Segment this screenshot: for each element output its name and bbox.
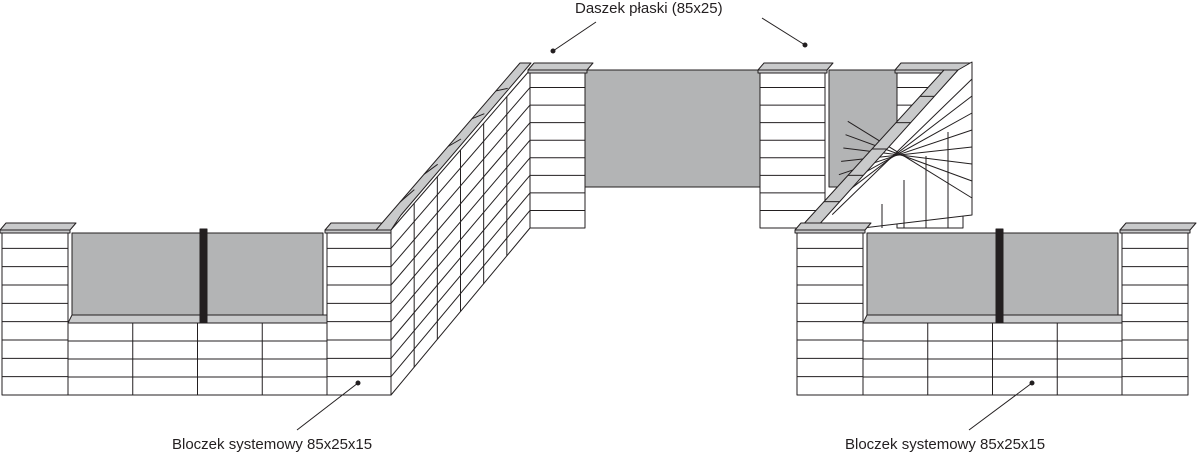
right-end-post [1121,229,1189,396]
right-diagonal-course [847,120,973,199]
cap-leader-left-dot [550,48,556,54]
block-label-left: Bloczek systemowy 85x25x15 [172,436,373,453]
left-cap-joint [447,138,462,147]
left-wall-steel-post [199,228,208,324]
cap-leader-right-dot [802,42,808,48]
right-end-post-cap-edge [1119,229,1191,234]
center-left-post [529,69,586,229]
left-end-post-cap-edge [0,229,71,234]
left-end-post [1,229,69,396]
left-end-post-cap [0,222,77,231]
right-diagonal-course [845,134,973,182]
center-right-post [759,69,826,229]
block-leader-right [968,382,1033,431]
right-wall-steel-post [995,228,1004,324]
left-cap-joint [423,163,438,175]
right-wall-panel-right [1002,232,1119,316]
right-corner-post-cap-edge [794,229,866,234]
right-corner-post [796,229,864,396]
right-corner-post-cap [794,222,872,231]
center-right-post-cap-edge [757,69,828,74]
left-cap-joint [495,87,508,92]
right-end-post-cap [1119,222,1197,231]
right-wall-ledge [862,314,1123,324]
right-diagonal-course [834,95,973,202]
cap-leader-left [552,21,597,52]
center-left-post-cap [527,62,594,71]
right-diagonal-course [843,147,973,165]
center-left-post-cap-edge [527,69,588,74]
cap-leader-right [761,17,806,46]
right-diagonal-course [831,78,973,216]
block-leader-left-dot [355,380,361,386]
left-wall-panel-right [206,232,324,316]
block-label-right: Bloczek systemowy 85x25x15 [845,436,1046,453]
cap-label: Daszek płaski (85x25) [575,0,723,17]
left-cap-joint [471,113,485,120]
block-leader-left [296,382,359,431]
left-corner-post [326,229,392,396]
left-cap-joint [399,189,415,203]
center-right-post-cap [757,62,834,71]
block-leader-right-dot [1029,380,1035,386]
left-wall-ledge [67,314,328,324]
right-wall-panel-left [866,232,997,316]
center-panel [584,69,761,188]
left-wall-panel-left [71,232,201,316]
